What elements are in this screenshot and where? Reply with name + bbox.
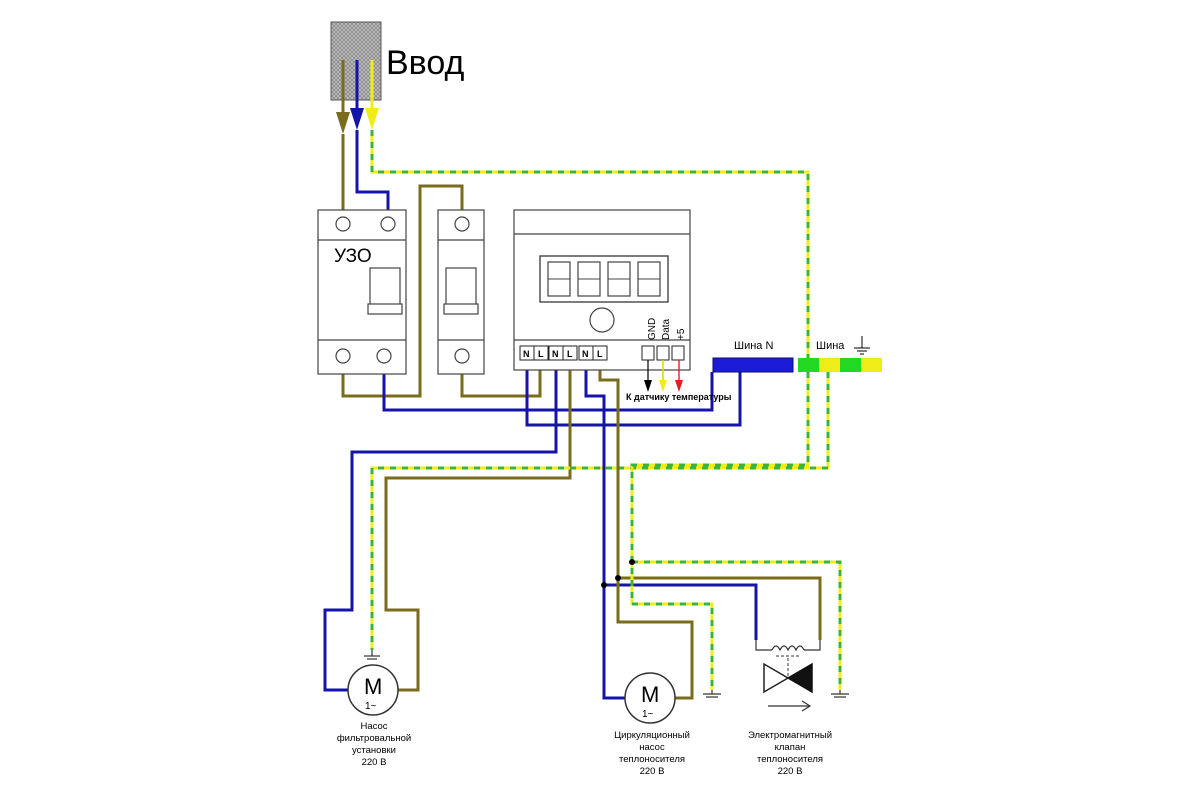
pump1-motor: M 1~ (347, 664, 399, 716)
controller-n1-wire (525, 358, 742, 427)
rcd-label: УЗО (334, 246, 372, 267)
caption-line: клапан (775, 742, 806, 753)
terminal-label: N (552, 349, 559, 359)
rcd-to-breaker-wire (341, 184, 464, 398)
sensor-terminals: GND Data +5 (641, 318, 687, 392)
sensor-data-label: Data (661, 318, 672, 340)
neutral-in-wire (355, 130, 390, 222)
caption-line: теплоносителя (757, 754, 823, 765)
caption-line: Электромагнитный (748, 730, 832, 741)
pump1-caption: Насос фильтровальной установки 220 В (337, 721, 411, 768)
junction-dot (629, 559, 635, 565)
valve-caption: Электромагнитный клапан теплоносителя 22… (748, 730, 832, 777)
controller-terminals: N L N L N L (519, 345, 608, 361)
motor-symbol: M (641, 682, 659, 707)
caption-line: Циркуляционный (614, 730, 690, 741)
junction-dot (615, 575, 621, 581)
caption-line: 220 В (640, 766, 665, 777)
pump2-neutral-wire (584, 358, 626, 700)
input-label: Ввод (386, 44, 465, 82)
bus-pe (798, 358, 882, 372)
caption-line: 220 В (362, 757, 387, 768)
junction-dot (601, 582, 607, 588)
valve-icon (763, 662, 813, 694)
terminal-label: L (538, 349, 544, 359)
terminal-label: N (582, 349, 589, 359)
caption-line: Насос (360, 721, 387, 732)
bus-n (712, 357, 794, 373)
rcd-device (317, 209, 407, 375)
sensor-gnd-label: GND (647, 318, 658, 340)
caption-line: установки (352, 745, 396, 756)
motor-phase: 1~ (365, 701, 377, 712)
motor-phase: 1~ (642, 709, 654, 720)
bus-pe-label: Шина (816, 340, 845, 352)
pump2-caption: Циркуляционный насос теплоносителя 220 В (614, 730, 690, 777)
ground-icon (364, 650, 380, 660)
pump1-phase-wire (384, 358, 572, 692)
rcd-neutral-to-bus-wire (382, 356, 714, 412)
pump2-phase-wire (598, 358, 694, 700)
pump1-neutral-wire (323, 358, 558, 692)
caption-line: фильтровальной (337, 733, 411, 744)
pump2-motor: M 1~ (624, 672, 676, 724)
valve-phase-wire (618, 576, 822, 640)
ground-icon (854, 336, 870, 355)
sensor-5v-label: +5 (676, 328, 687, 340)
input-arrows (336, 60, 379, 134)
valve-coil (755, 640, 821, 676)
pump2-pe-wire (630, 360, 842, 690)
pump1-pe-wire (370, 372, 830, 650)
valve-neutral-wire (604, 583, 758, 640)
breaker-device (437, 209, 485, 375)
controller-device (513, 209, 691, 371)
terminal-label: L (597, 349, 603, 359)
bus-n-label: Шина N (734, 340, 773, 352)
sensor-caption: К датчику температуры (626, 392, 732, 402)
ground-icon (831, 690, 849, 698)
breaker-to-controller-wire (460, 356, 542, 398)
motor-symbol: M (364, 674, 382, 699)
caption-line: 220 В (778, 766, 803, 777)
controller-knob (589, 307, 615, 333)
caption-line: насос (639, 742, 665, 753)
pe-main-wire (370, 130, 810, 360)
terminal-label: L (567, 349, 573, 359)
ground-icon (703, 690, 721, 698)
caption-line: теплоносителя (619, 754, 685, 765)
terminal-label: N (523, 349, 530, 359)
flow-arrow-icon (768, 700, 812, 712)
